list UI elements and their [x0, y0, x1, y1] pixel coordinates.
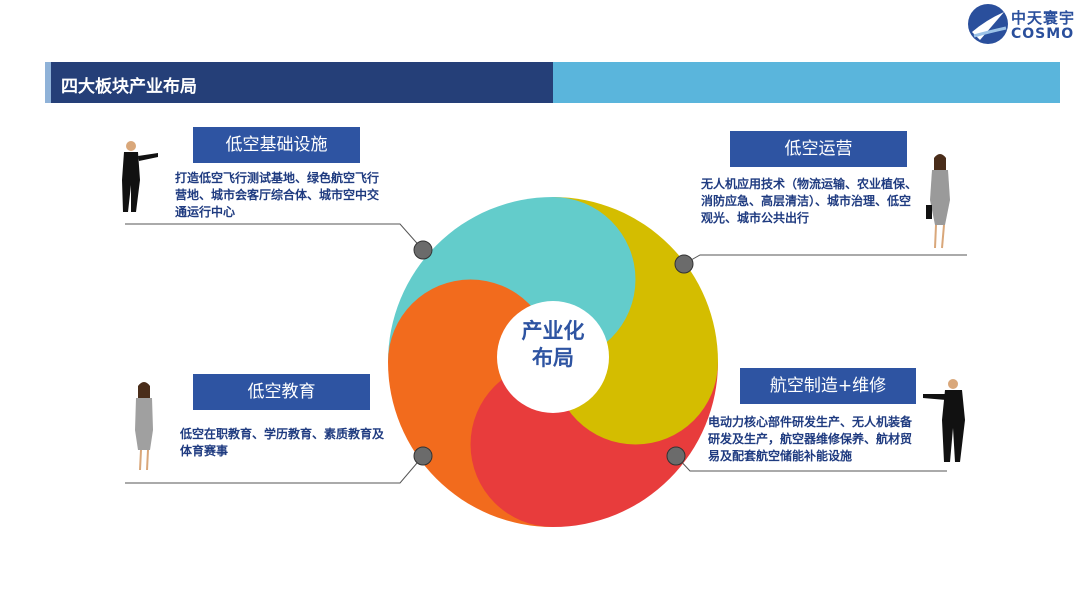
- businesswoman-figure-icon: [926, 154, 950, 249]
- logo-emblem-icon: [968, 4, 1008, 44]
- connector-dot: [413, 240, 433, 260]
- section-label-manufacturing: 航空制造+维修: [740, 368, 916, 404]
- center-circle: [497, 301, 609, 413]
- center-label-line2: 布局: [532, 346, 574, 370]
- logo-text-cn: 中天寰宇: [1011, 9, 1076, 27]
- section-label-infrastructure: 低空基础设施: [193, 127, 360, 163]
- section-label-education: 低空教育: [193, 374, 370, 410]
- connector-dot: [413, 446, 433, 466]
- logo-text-en: COSMO: [1011, 26, 1075, 42]
- businesswoman-figure-icon: [135, 382, 153, 471]
- title-bar: 四大板块产业布局: [45, 62, 1060, 103]
- center-label-line1: 产业化: [521, 319, 585, 343]
- connector-dot: [666, 446, 686, 466]
- section-desc-education: 低空在职教育、学历教育、素质教育及体育赛事: [180, 427, 385, 458]
- section-label-operations: 低空运营: [730, 131, 907, 167]
- page-title: 四大板块产业布局: [61, 77, 197, 97]
- section-desc-manufacturing: 电动力核心部件研发生产、无人机装备研发及生产，航空器维修保养、航材贸易及配套航空…: [708, 415, 913, 463]
- businessman-figure-icon: [923, 379, 965, 462]
- section-desc-infrastructure: 打造低空飞行测试基地、绿色航空飞行营地、城市会客厅综合体、城市空中交通运行中心: [175, 171, 380, 219]
- company-logo: 中天寰宇 COSMO: [966, 2, 1080, 46]
- connector-dot: [674, 254, 694, 274]
- center-label: 产业化 布局: [500, 318, 606, 372]
- section-desc-operations: 无人机应用技术（物流运输、农业植保、消防应急、高层清洁）、城市治理、低空观光、城…: [701, 177, 918, 225]
- businessman-figure-icon: [122, 141, 158, 212]
